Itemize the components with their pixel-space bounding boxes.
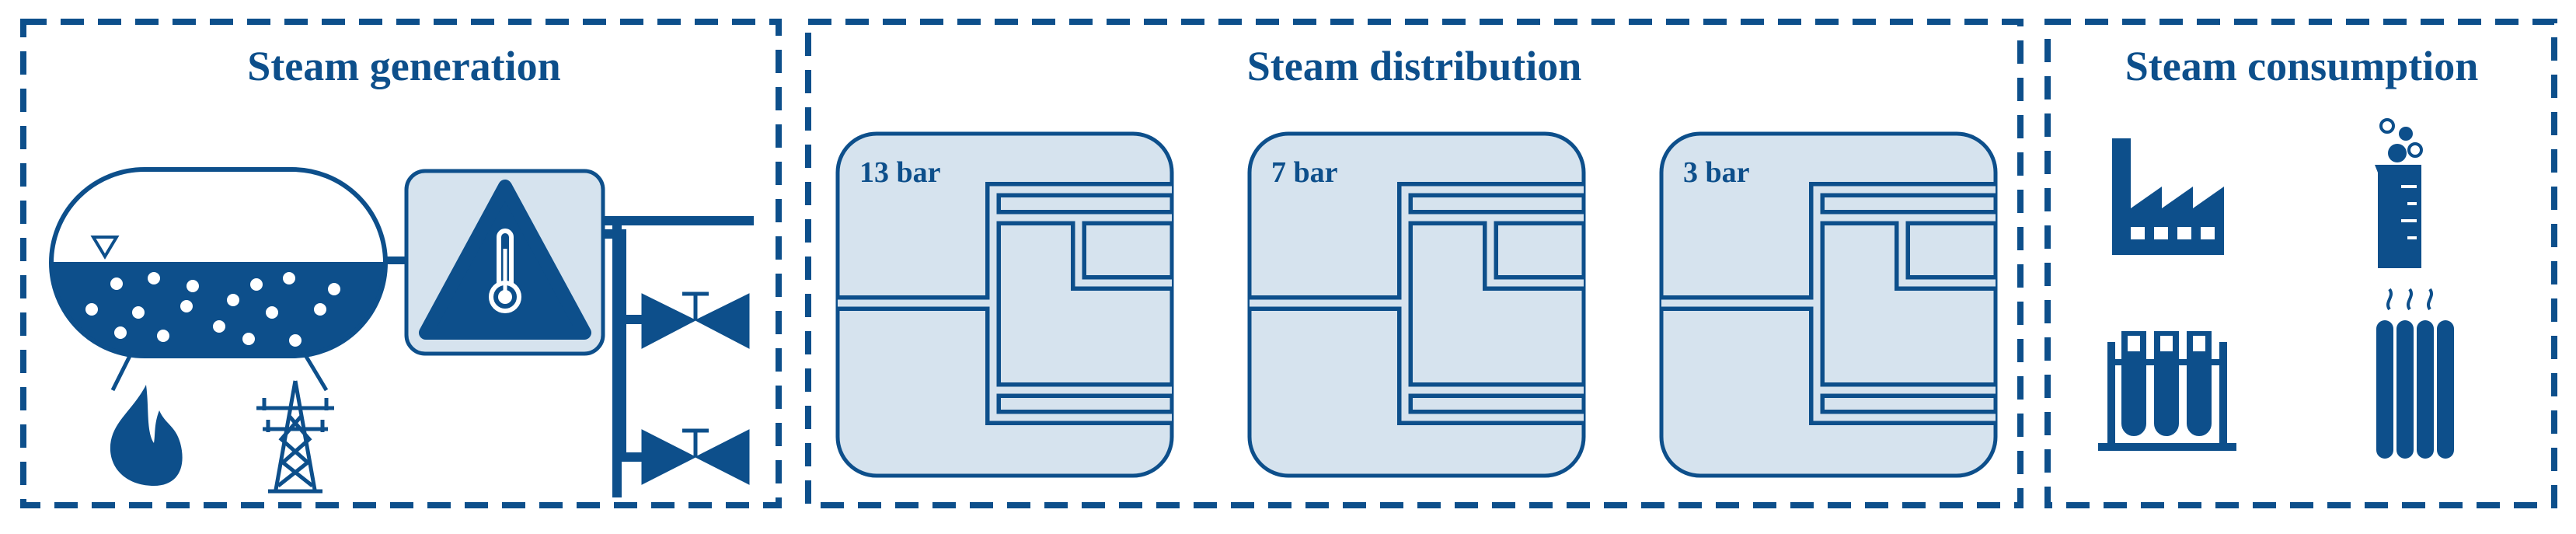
valve-icon bbox=[641, 291, 750, 349]
generation-title: Steam generation bbox=[247, 43, 560, 89]
factory-icon bbox=[2112, 138, 2224, 255]
flame-icon bbox=[110, 385, 183, 486]
test-tubes-icon bbox=[2098, 331, 2236, 451]
pressure-label: 13 bar bbox=[859, 156, 941, 189]
pressure-label: 3 bar bbox=[1683, 156, 1750, 189]
distribution-title: Steam distribution bbox=[1247, 43, 1582, 89]
consumption-section-frame bbox=[2044, 19, 2557, 508]
generation-section-frame bbox=[20, 19, 782, 508]
steam-pipes bbox=[603, 216, 754, 497]
consumption-title: Steam consumption bbox=[2125, 43, 2479, 89]
radiator-icon bbox=[2376, 288, 2454, 459]
temperature-warning-icon bbox=[404, 169, 605, 356]
pressure-level-7-bar: 7 bar bbox=[1250, 134, 1584, 476]
distribution-section-frame bbox=[805, 19, 2024, 508]
power-pylon-icon bbox=[256, 380, 334, 494]
pressure-label: 7 bar bbox=[1271, 156, 1338, 189]
pressure-level-13-bar: 13 bar bbox=[838, 134, 1172, 476]
boiler-drum-icon bbox=[49, 167, 388, 392]
pressure-level-3-bar: 3 bar bbox=[1661, 134, 1996, 476]
steam-pipe bbox=[384, 257, 407, 264]
valve-icon bbox=[641, 428, 750, 485]
beaker-icon bbox=[2375, 118, 2423, 268]
